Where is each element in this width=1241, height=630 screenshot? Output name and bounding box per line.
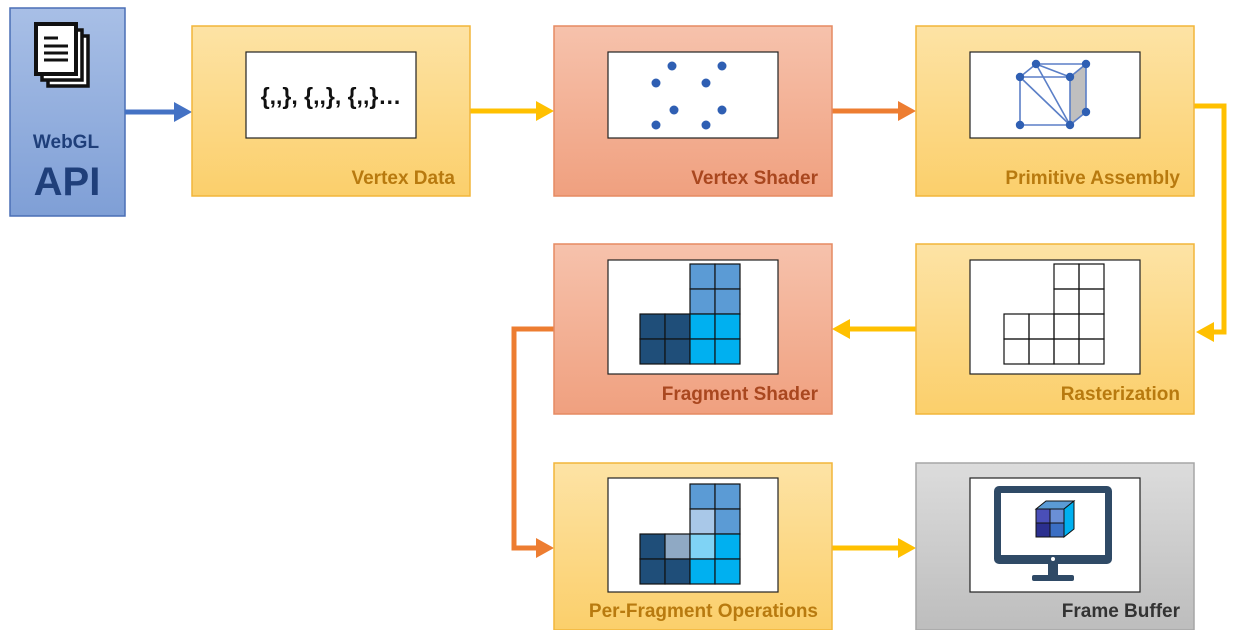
vertex-point [651,120,661,130]
vertex-points [651,61,727,130]
shaded-fragment-grid [639,263,741,365]
stage-label-vertex-data: Vertex Data [351,168,455,189]
stage-fragment-shader: Fragment Shader [553,243,833,415]
raster-grid [1003,263,1105,365]
stage-frame-buffer: Frame Buffer [915,462,1195,630]
api-label-api: API [34,160,101,204]
wireframe-cube-icon [1015,59,1091,130]
arrowhead [898,101,916,121]
vertex-shader-panel [607,51,779,139]
vertex-point [669,105,679,115]
arrowhead [536,538,554,558]
monitor-icon [994,486,1112,581]
stage-primitive-assembly: Primitive Assembly [915,25,1195,197]
primitive-assembly-panel [969,51,1141,139]
stage-vertex-data: {,,}, {,,}, {,,}… Vertex Data [191,25,471,197]
vertex-point [651,78,661,88]
document-stack-icon [34,22,90,88]
stage-per-fragment-operations: Per-Fragment Operations [553,462,833,630]
rasterization-panel [969,259,1141,375]
stage-rasterization: Rasterization [915,243,1195,415]
cube-icon [1034,499,1076,539]
vertex-point [701,120,711,130]
arrow-fragment-to-per-fragment [511,326,554,551]
vertex-point [717,61,727,71]
arrowhead [898,538,916,558]
arrow-assembly-to-rasterization [1194,103,1227,335]
arrowhead [1196,322,1214,342]
api-label-webgl: WebGL [33,132,100,153]
arrowhead [832,319,850,339]
stage-label-primitive-assembly: Primitive Assembly [1005,168,1180,189]
vertex-data-content: {,,}, {,,}, {,,}… [261,83,402,109]
stage-label-frame-buffer: Frame Buffer [1062,601,1181,622]
stage-label-vertex-shader: Vertex Shader [691,168,818,189]
blended-fragment-grid [639,483,741,585]
arrowhead [536,101,554,121]
arrowhead [174,102,192,122]
vertex-point [701,78,711,88]
stage-label-per-fragment: Per-Fragment Operations [589,601,818,622]
flow-arrows [125,101,1227,558]
vertex-data-panel [245,51,417,139]
vertex-point [667,61,677,71]
stage-vertex-shader: Vertex Shader [553,25,833,197]
vertex-point [717,105,727,115]
stage-label-rasterization: Rasterization [1061,384,1180,405]
stage-label-fragment-shader: Fragment Shader [662,384,819,405]
webgl-api-box: WebGL API [9,7,126,217]
